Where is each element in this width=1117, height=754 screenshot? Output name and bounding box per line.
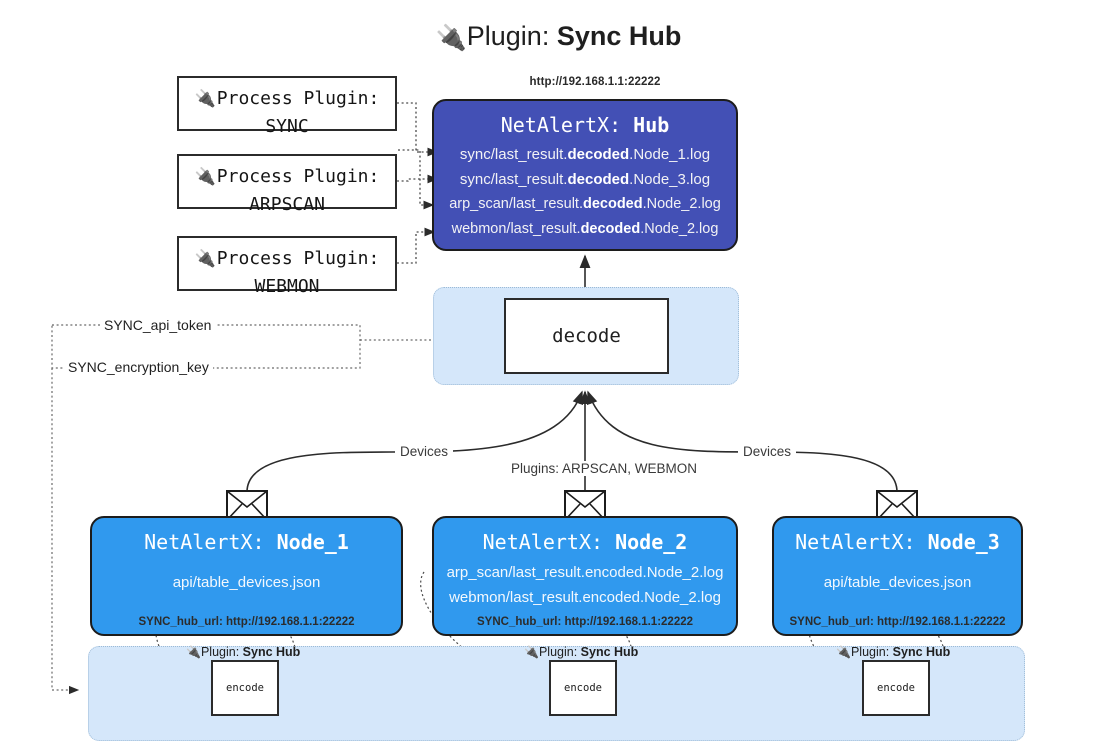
plug-icon: 🔌 [435,24,467,52]
node-2-title: NetAlertX: Node_2 [482,530,688,554]
edge-label-devices-right: Devices [738,444,797,459]
hub-title: NetAlertX: Hub [500,113,670,137]
plug-icon: 🔌 [194,249,216,269]
process-plugin-sync-line2: SYNC [265,116,309,137]
node-2-line: webmon/last_result.encoded.Node_2.log [449,589,721,606]
plug-icon: 🔌 [194,89,216,109]
encoder-1-plugin-label: 🔌Plugin: Sync Hub [186,645,301,659]
node-2[interactable]: NetAlertX: Node_2 arp_scan/last_result.e… [432,516,738,636]
encoder-3-plugin-label: 🔌Plugin: Sync Hub [836,645,951,659]
hub-log-line: webmon/last_result.decoded.Node_2.log [451,221,719,237]
encode-box-3[interactable]: encode [862,660,930,716]
decode-box[interactable]: decode [504,298,669,374]
node-1-line: api/table_devices.json [172,574,321,591]
hub-log-line: arp_scan/last_result.decoded.Node_2.log [449,196,721,212]
process-plugin-arpscan-line2: ARPSCAN [249,194,325,215]
encode-box-1[interactable]: encode [211,660,279,716]
hub-log-line: sync/last_result.decoded.Node_1.log [459,146,711,163]
node-1-footer: SYNC_hub_url: http://192.168.1.1:22222 [138,616,355,628]
page-title-prefix: Plugin: [466,21,557,51]
hub-url-label: http://192.168.1.1:22222 [529,76,661,88]
process-plugin-webmon-line2: WEBMON [254,276,320,297]
node-3-line: api/table_devices.json [823,574,972,591]
node-2-footer: SYNC_hub_url: http://192.168.1.1:22222 [476,616,694,628]
hub-log-lines: sync/last_result.decoded.Node_1.log sync… [434,142,736,242]
process-plugin-arpscan-line1: 🔌Process Plugin: [194,166,380,187]
node-1[interactable]: NetAlertX: Node_1 api/table_devices.json… [90,516,403,636]
hub-log-line: sync/last_result.decoded.Node_3.log [459,171,711,188]
process-plugin-sync-box[interactable]: 🔌Process Plugin: SYNC [177,76,397,137]
plug-icon: 🔌 [186,645,201,659]
plug-icon: 🔌 [836,645,851,659]
node-3-title: NetAlertX: Node_3 [795,530,1000,554]
process-plugin-webmon-box[interactable]: 🔌Process Plugin: WEBMON [177,236,397,297]
node-3[interactable]: NetAlertX: Node_3 api/table_devices.json… [772,516,1023,636]
process-plugin-webmon-line1: 🔌Process Plugin: [194,248,380,269]
node-3-footer: SYNC_hub_url: http://192.168.1.1:22222 [789,616,1006,628]
encoder-2-plugin-label: 🔌Plugin: Sync Hub [524,645,639,659]
process-plugin-sync-line1: 🔌Process Plugin: [194,88,380,109]
setting-encryption-key-label: SYNC_encryption_key [64,359,213,375]
process-plugin-arpscan-box[interactable]: 🔌Process Plugin: ARPSCAN [177,154,397,215]
edge-label-devices-left: Devices [395,444,454,459]
node-2-line: arp_scan/last_result.encoded.Node_2.log [446,564,724,581]
edge-label-plugins-center: Plugins: ARPSCAN, WEBMON [506,461,703,476]
encode-box-2[interactable]: encode [549,660,617,716]
plug-icon: 🔌 [194,167,216,187]
page-title: 🔌Plugin: Sync Hub [0,16,1117,58]
hub-node[interactable]: NetAlertX: Hub sync/last_result.decoded.… [432,99,738,251]
plug-icon: 🔌 [524,645,539,659]
node-1-title: NetAlertX: Node_1 [144,530,349,554]
setting-api-token-label: SYNC_api_token [100,317,216,333]
page-title-name: Sync Hub [556,21,682,51]
